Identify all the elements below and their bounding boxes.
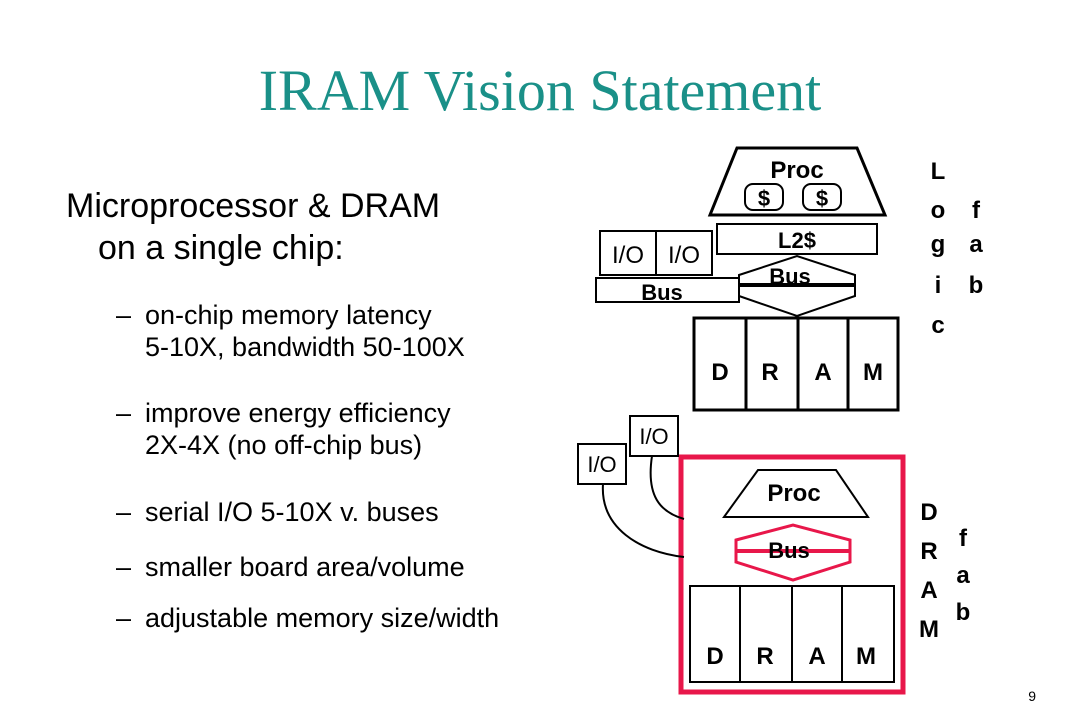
bottom-proc-block — [722, 469, 870, 518]
bottom-dram-bank — [841, 585, 895, 683]
bottom-dram-bank — [739, 585, 793, 683]
top-dram-letter: M — [863, 359, 883, 386]
bullet-dash: – — [116, 552, 132, 582]
label-fab-letter: a — [956, 562, 970, 589]
main-point-line-1: Microprocessor & DRAM — [66, 187, 441, 225]
logic-fab-diagram: Proc $ $ L2$ I/O I/O Bus Bus D R A M L o… — [595, 146, 984, 412]
label-dram-letter: M — [919, 616, 939, 643]
top-l2-label: L2$ — [778, 228, 816, 253]
slide-title: IRAM Vision Statement — [258, 58, 822, 123]
bottom-dram-letter: A — [808, 643, 825, 670]
dram-fab-diagram: Proc Bus D R A M I/O I/O D R A M f a b — [577, 415, 971, 695]
top-dram-bank — [846, 316, 900, 412]
bullet-dash: – — [116, 300, 132, 330]
top-cache-2 — [802, 183, 842, 211]
bottom-dram-bank — [791, 585, 843, 683]
top-io-1 — [599, 230, 657, 276]
top-dram-letter: R — [761, 359, 778, 386]
top-dram-letter: A — [814, 359, 831, 386]
bullet-dash: – — [116, 603, 132, 633]
label-dram-letter: D — [920, 499, 937, 526]
bullet-dash: – — [116, 497, 132, 527]
bottom-io-2-label: I/O — [587, 452, 616, 477]
top-cache-1 — [744, 183, 784, 211]
bottom-dram-letter: R — [756, 643, 773, 670]
top-io-bus — [595, 277, 740, 303]
label-logic-letter: g — [931, 231, 946, 258]
bullet-text: 2X-4X (no off-chip bus) — [145, 430, 423, 460]
bottom-dram-letter: M — [856, 643, 876, 670]
top-cache-2-label: $ — [816, 186, 828, 211]
top-io-1-label: I/O — [612, 242, 644, 269]
bottom-proc-label: Proc — [767, 480, 820, 507]
label-logic-letter: o — [931, 197, 946, 224]
iram-chip-boundary — [678, 454, 906, 695]
bullet-text: serial I/O 5-10X v. buses — [145, 497, 439, 527]
top-dram-letter: D — [711, 359, 728, 386]
label-fab-letter: a — [969, 231, 983, 258]
bullet-text: on-chip memory latency — [145, 300, 432, 330]
bullet-text: 5-10X, bandwidth 50-100X — [145, 332, 465, 362]
top-dram-bank — [692, 316, 748, 412]
bullet-dash: – — [116, 398, 132, 428]
label-dram-letter: R — [920, 538, 937, 565]
label-logic-letter: c — [931, 312, 944, 339]
label-dram-letter: A — [920, 577, 937, 604]
label-fab-letter: b — [969, 272, 984, 299]
bullet-text: adjustable memory size/width — [145, 603, 500, 633]
bottom-dram-letter: D — [706, 643, 723, 670]
bottom-bus-label: Bus — [768, 538, 810, 563]
bullet-text: improve energy efficiency — [145, 398, 451, 428]
top-bus-label: Bus — [769, 264, 811, 289]
top-dram-bank — [796, 316, 850, 412]
top-io-bus-label: Bus — [641, 280, 683, 305]
top-proc-label: Proc — [770, 157, 823, 184]
label-logic-letter: i — [935, 272, 942, 299]
io-connection-wire — [601, 483, 685, 558]
label-fab-letter: b — [956, 599, 971, 626]
main-point-line-2: on a single chip: — [98, 229, 344, 267]
top-io-2-label: I/O — [668, 242, 700, 269]
io-connection-wire — [649, 455, 685, 520]
bottom-io-1 — [629, 415, 679, 457]
top-dram-bank — [744, 316, 800, 412]
label-fab-letter: f — [972, 197, 981, 224]
top-cache-1-label: $ — [758, 186, 770, 211]
label-logic-letter: L — [931, 158, 946, 185]
top-l2-cache — [716, 223, 878, 255]
bullet-text: smaller board area/volume — [145, 552, 465, 582]
label-fab-letter: f — [959, 525, 968, 552]
bottom-io-1-label: I/O — [639, 424, 668, 449]
bottom-dram-bank — [689, 585, 741, 683]
top-io-2 — [655, 230, 713, 276]
page-number: 9 — [1028, 688, 1036, 704]
